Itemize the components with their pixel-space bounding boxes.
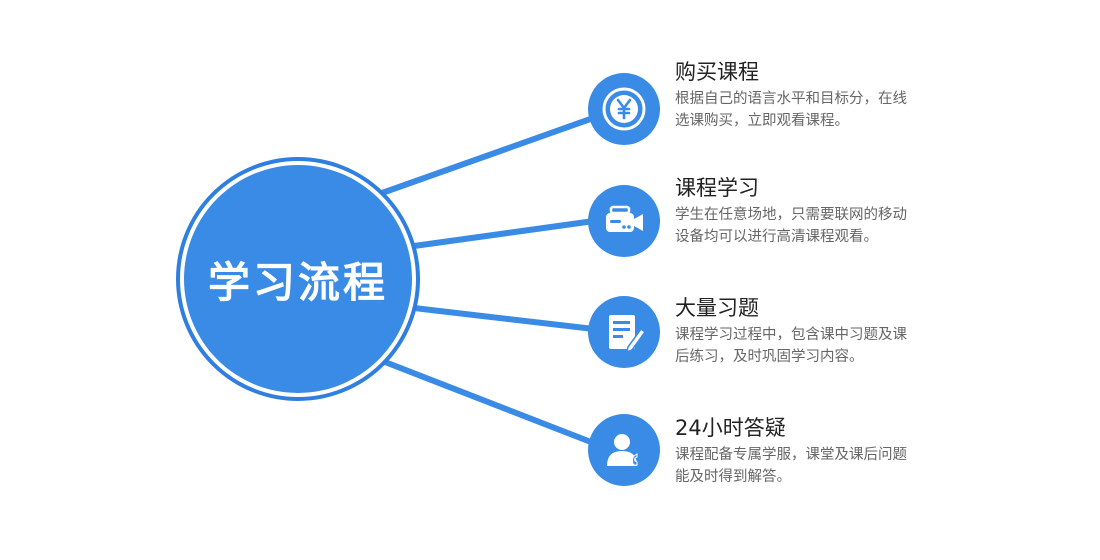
connector-line-3 (411, 305, 597, 332)
step-1: 购买课程 根据自己的语言水平和目标分，在线选课购买，立即观看课程。 (675, 58, 915, 132)
step-4: 24小时答疑 课程配备专属学服，课堂及课后问题能及时得到解答。 (675, 414, 915, 488)
video-camera-icon (606, 205, 643, 232)
step-1-description: 根据自己的语言水平和目标分，在线选课购买，立即观看课程。 (675, 91, 907, 129)
step-4-description: 课程配备专属学服，课堂及课后问题能及时得到解答。 (675, 447, 907, 485)
step-4-title: 24小时答疑 (675, 416, 786, 440)
hub-title: 学习流程 (207, 257, 388, 307)
step-3-node (588, 296, 660, 368)
step-3-description: 课程学习过程中，包含课中习题及课后练习，及时巩固学习内容。 (675, 327, 907, 365)
step-2-title: 课程学习 (675, 176, 759, 200)
step-3-title: 大量习题 (675, 296, 759, 320)
step-1-title: 购买课程 (675, 60, 759, 84)
connector-line-4 (382, 359, 599, 447)
step-2-node (588, 185, 660, 257)
connector-line-2 (411, 218, 597, 249)
step-1-node (588, 73, 660, 145)
connector-line-1 (379, 114, 599, 196)
yen-coin-icon (602, 87, 646, 131)
step-3: 大量习题 课程学习过程中，包含课中习题及课后练习，及时巩固学习内容。 (675, 294, 915, 368)
step-2-description: 学生在任意场地，只需要联网的移动设备均可以进行高清课程观看。 (675, 207, 907, 245)
document-pencil-icon (609, 315, 646, 353)
step-4-node (588, 414, 660, 486)
step-2: 课程学习 学生在任意场地，只需要联网的移动设备均可以进行高清课程观看。 (675, 174, 915, 248)
user-phone-icon (607, 434, 638, 466)
hub-circle: 学习流程 (184, 165, 412, 393)
